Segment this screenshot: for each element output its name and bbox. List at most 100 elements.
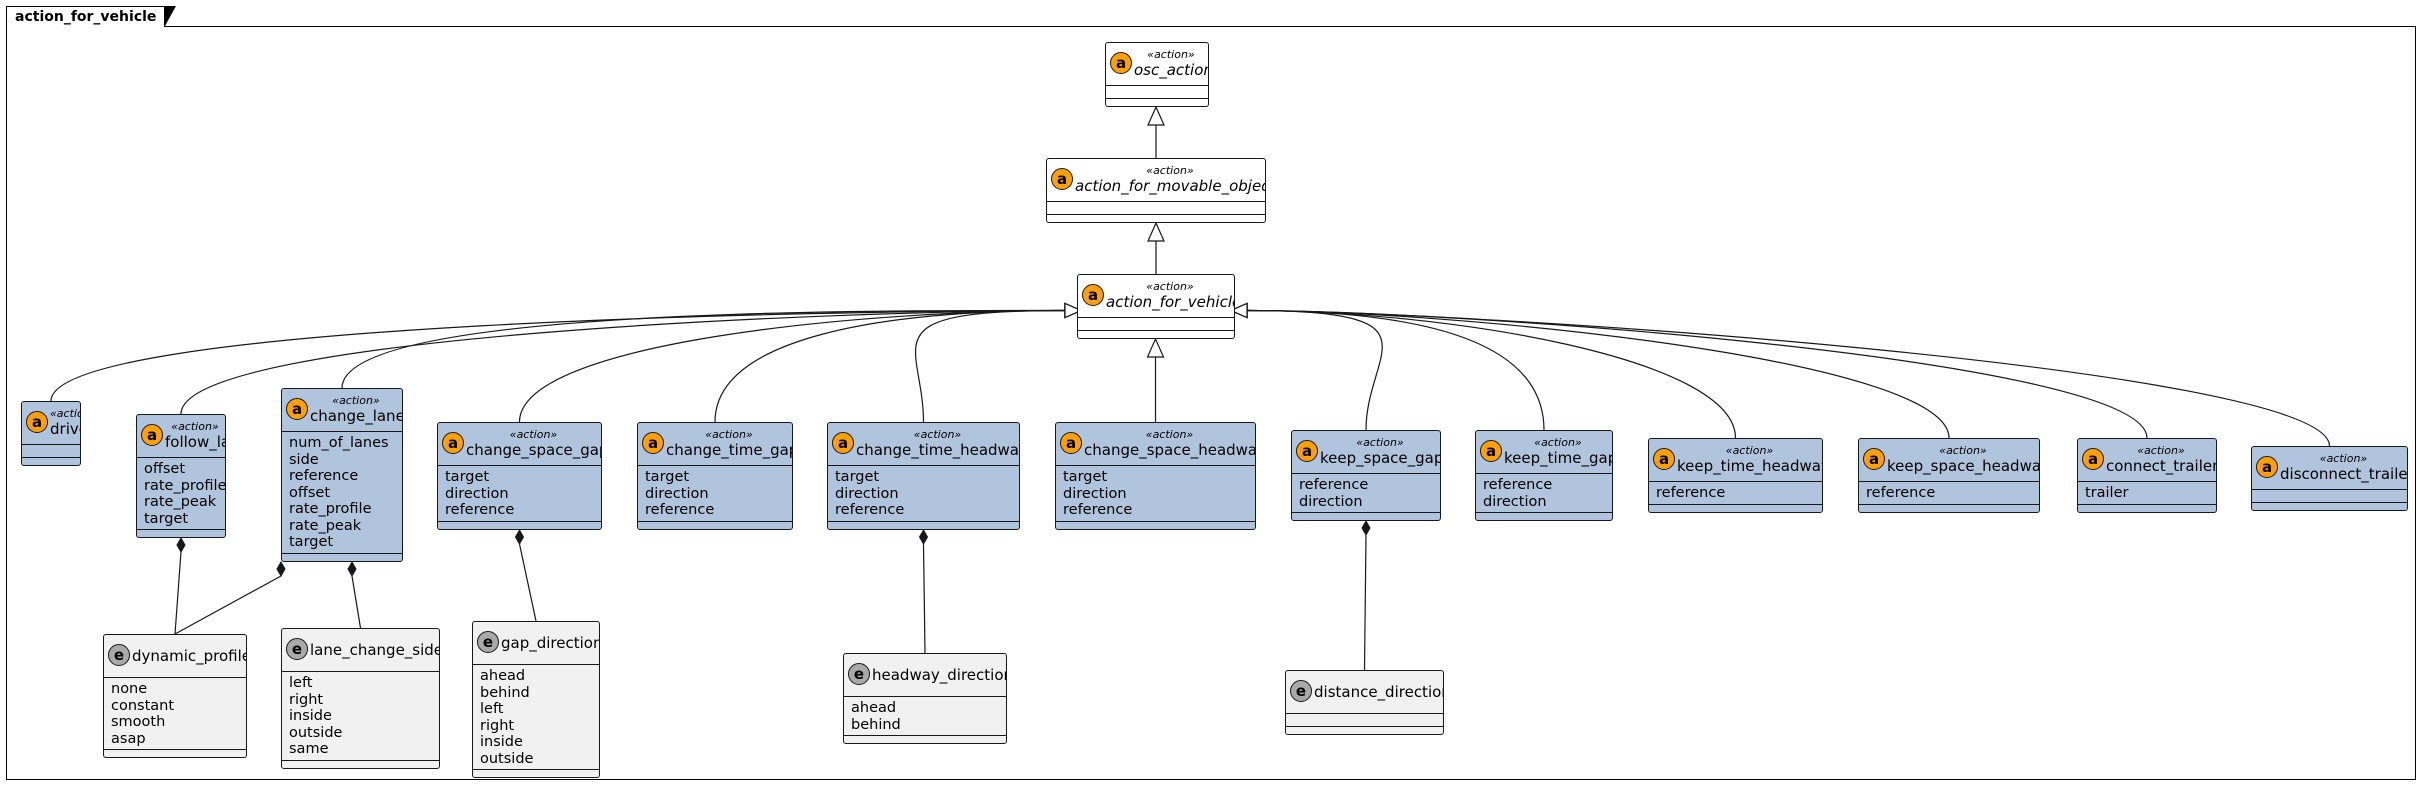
attribute: reference	[445, 502, 515, 518]
class-header: a«action»disconnect_trailer	[2252, 447, 2407, 490]
inheritance-edge	[180, 309, 1066, 415]
attribute: direction	[445, 485, 509, 502]
class-name: change_space_headway	[1084, 441, 1256, 459]
attribute: reference	[1063, 502, 1133, 518]
class-header: a«action»keep_time_gap	[1476, 431, 1612, 474]
attribute: side	[289, 451, 319, 468]
composition-diamond-icon	[918, 528, 929, 546]
attribute-compartment	[1078, 318, 1234, 331]
package-frame	[6, 26, 2416, 780]
inheritance-arrowhead	[1229, 302, 1248, 319]
class-action-for-movable-object: a«action»action_for_movable_object	[1046, 158, 1266, 223]
class-header: a«action»keep_time_headway	[1649, 439, 1822, 482]
inheritance-arrowhead	[1146, 337, 1165, 358]
composition-diamond-icon	[1361, 519, 1371, 537]
attribute: reference	[1483, 477, 1553, 493]
class-name: keep_time_gap	[1504, 449, 1613, 467]
attribute: direction	[1063, 485, 1127, 502]
class-name: follow_lane	[165, 433, 225, 451]
action-badge-icon: a	[2082, 448, 2104, 470]
enum-literal: behind	[851, 716, 901, 733]
action-badge-icon: a	[286, 398, 308, 420]
enum-badge-icon: e	[848, 663, 870, 685]
action-badge-icon: a	[141, 424, 163, 446]
action-badge-icon: a	[1480, 440, 1502, 462]
attribute: reference	[289, 468, 359, 484]
class-follow-lane: a«action»follow_laneoffsetrate_profilera…	[136, 414, 226, 538]
class-header: a«action»change_space_headway	[1056, 423, 1255, 466]
method-compartment	[2252, 503, 2407, 510]
class-name: headway_direction	[872, 666, 1007, 684]
inheritance-edge	[50, 309, 1066, 402]
composition-edge	[174, 551, 182, 635]
inheritance-edge	[1246, 309, 1737, 439]
enum-literal: smooth	[111, 714, 166, 730]
enum-literal: inside	[480, 734, 523, 750]
class-header: a«action»action_for_vehicle	[1078, 275, 1234, 318]
inheritance-arrowhead	[1147, 105, 1165, 126]
class-header: a«action»keep_space_gap	[1292, 431, 1440, 474]
class-stereotype: «action»	[1146, 280, 1194, 293]
enum-badge-icon: e	[1290, 680, 1312, 702]
action-badge-icon: a	[1653, 448, 1675, 470]
enum-literal: none	[111, 681, 148, 697]
attribute-compartment: reference	[1859, 482, 2039, 505]
inheritance-edge	[1246, 309, 1383, 431]
package-title: action_for_vehicle	[6, 6, 177, 27]
attribute-compartment	[1047, 202, 1265, 215]
attribute: direction	[1483, 493, 1547, 510]
composition-edge	[922, 543, 926, 654]
class-header: a«action»drive	[22, 402, 80, 445]
enum-literal: constant	[111, 697, 175, 714]
class-stereotype: «action»	[1725, 444, 1774, 457]
method-compartment	[1476, 513, 1612, 520]
action-badge-icon: a	[1110, 52, 1132, 74]
attribute-compartment: reference	[1649, 482, 1822, 505]
class-name: change_space_gap	[466, 441, 602, 459]
action-badge-icon: a	[1051, 168, 1073, 190]
attribute: num_of_lanes	[289, 435, 389, 451]
attribute: reference	[835, 502, 905, 518]
class-name: drive	[50, 420, 80, 438]
attribute: rate_profile	[144, 477, 226, 494]
class-header: a«action»change_lane	[282, 389, 402, 432]
attribute: target	[1063, 469, 1108, 485]
class-stereotype: «action»	[2137, 444, 2185, 457]
method-compartment	[1649, 505, 1822, 512]
class-stereotype: «action»	[1939, 444, 1987, 457]
class-name: osc_action	[1134, 61, 1209, 79]
composition-diamond-icon	[176, 536, 186, 554]
enum-literal: ahead	[851, 700, 897, 716]
action-badge-icon: a	[1863, 448, 1885, 470]
class-header: a«action»osc_action	[1106, 43, 1208, 86]
method-compartment	[473, 770, 599, 777]
composition-edge	[518, 543, 537, 622]
enum-literal: outside	[480, 750, 534, 767]
method-compartment	[1286, 727, 1443, 734]
class-name: connect_trailer	[2106, 457, 2217, 475]
method-compartment	[137, 530, 225, 537]
class-stereotype: «action»	[913, 428, 962, 441]
class-osc-action: a«action»osc_action	[1105, 42, 1209, 107]
enum-literal: behind	[480, 684, 530, 701]
class-header: a«action»keep_space_headway	[1859, 439, 2039, 482]
attribute: target	[445, 469, 490, 485]
class-name: change_lane	[310, 407, 403, 425]
attribute: trailer	[2085, 485, 2129, 501]
class-name: keep_space_gap	[1320, 449, 1441, 467]
attribute-compartment	[2252, 490, 2407, 503]
